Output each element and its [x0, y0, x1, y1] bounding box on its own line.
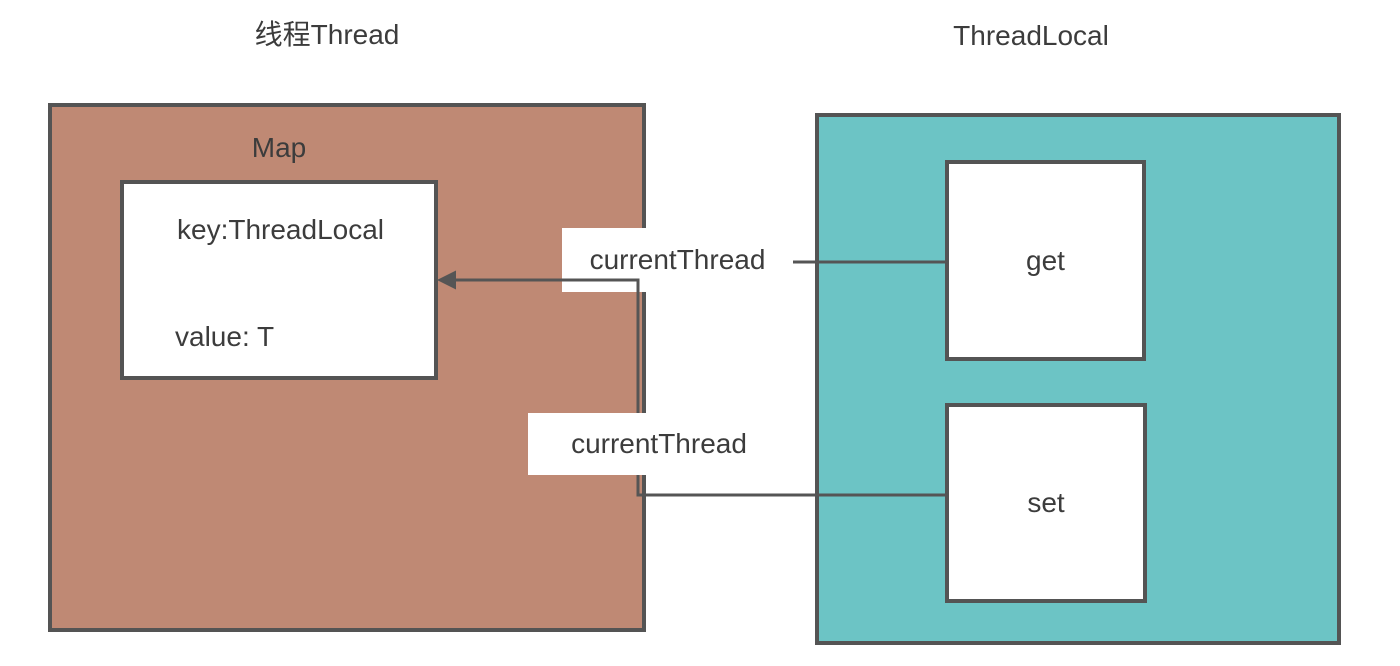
set-method-label: set [1027, 487, 1065, 518]
map-entry-box: key:ThreadLocal value: T [120, 180, 438, 380]
current-thread-label-set: currentThread [528, 413, 790, 475]
threadlocal-title: ThreadLocal [953, 20, 1109, 51]
map-label: Map [251, 132, 307, 163]
get-method-label: get [1026, 244, 1065, 276]
thread-title: 线程Thread [254, 19, 400, 50]
entry-key-text: key:ThreadLocal [177, 214, 385, 245]
get-method-box: get [945, 160, 1146, 361]
entry-value-text: value: T [175, 321, 275, 352]
connector-set-line [636, 278, 947, 497]
current-thread-label-get: currentThread [562, 228, 793, 292]
set-method-box: set [945, 403, 1147, 603]
arrow-left-icon [437, 270, 456, 290]
